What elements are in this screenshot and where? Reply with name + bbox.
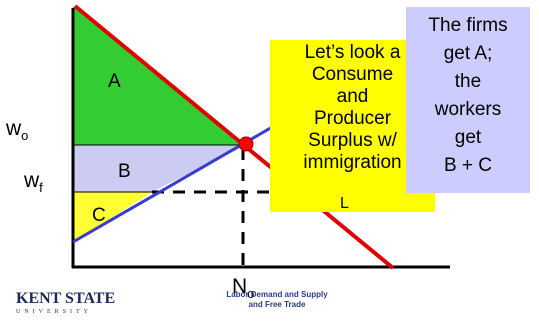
callout-surplus-line-1: Let’s look a (304, 42, 401, 63)
wage-wo-subscript: o (21, 128, 29, 144)
slide-footer-caption: Labor Demand and Supply and Free Trade (212, 290, 342, 310)
callout-firms-line-2: get A; (443, 43, 493, 64)
callout-surplus-line-2: Consume (311, 64, 394, 85)
wage-wo-label: wo (6, 118, 28, 142)
footer-caption-line-1: Labor Demand and Supply (226, 290, 328, 299)
callout-surplus-line-4: Producer (313, 108, 392, 129)
area-b-label: B (118, 161, 131, 182)
wage-wf-label: wf (24, 170, 43, 194)
kent-state-logo: KENT STATE UNIVERSITY (16, 290, 115, 315)
equilibrium-point (238, 136, 254, 152)
callout-firms-box: The firms get A; the workers get B + C (406, 7, 530, 193)
callout-firms-line-6: B + C (443, 155, 493, 176)
logo-main-text: KENT STATE (16, 290, 116, 307)
callout-surplus-line-5: Surplus w/ (308, 130, 397, 151)
employment-no-label: No (232, 276, 254, 300)
callout-surplus-line-3: and (336, 86, 369, 107)
callout-firms-line-4: workers (434, 99, 502, 120)
area-c-label: C (92, 205, 106, 226)
wage-wf-subscript: f (39, 180, 43, 196)
partial-axis-glyph: L (340, 195, 349, 212)
callout-firms-line-5: get (454, 127, 482, 148)
area-a-label: A (108, 71, 121, 92)
wage-wo-text: w (6, 117, 22, 140)
logo-sub-text: UNIVERSITY (16, 309, 92, 315)
supply-line (72, 109, 301, 244)
area-b-region (73, 145, 246, 192)
callout-firms-line-3: the (454, 71, 482, 92)
demand-line (73, 4, 395, 270)
footer-caption-line-2: and Free Trade (248, 300, 306, 309)
callout-firms-line-1: The firms (428, 15, 508, 36)
wage-wf-text: w (24, 169, 40, 192)
employment-no-subscript: o (247, 286, 255, 302)
employment-no-text: N (232, 275, 248, 298)
callout-surplus-line-6: immigration (303, 152, 402, 173)
